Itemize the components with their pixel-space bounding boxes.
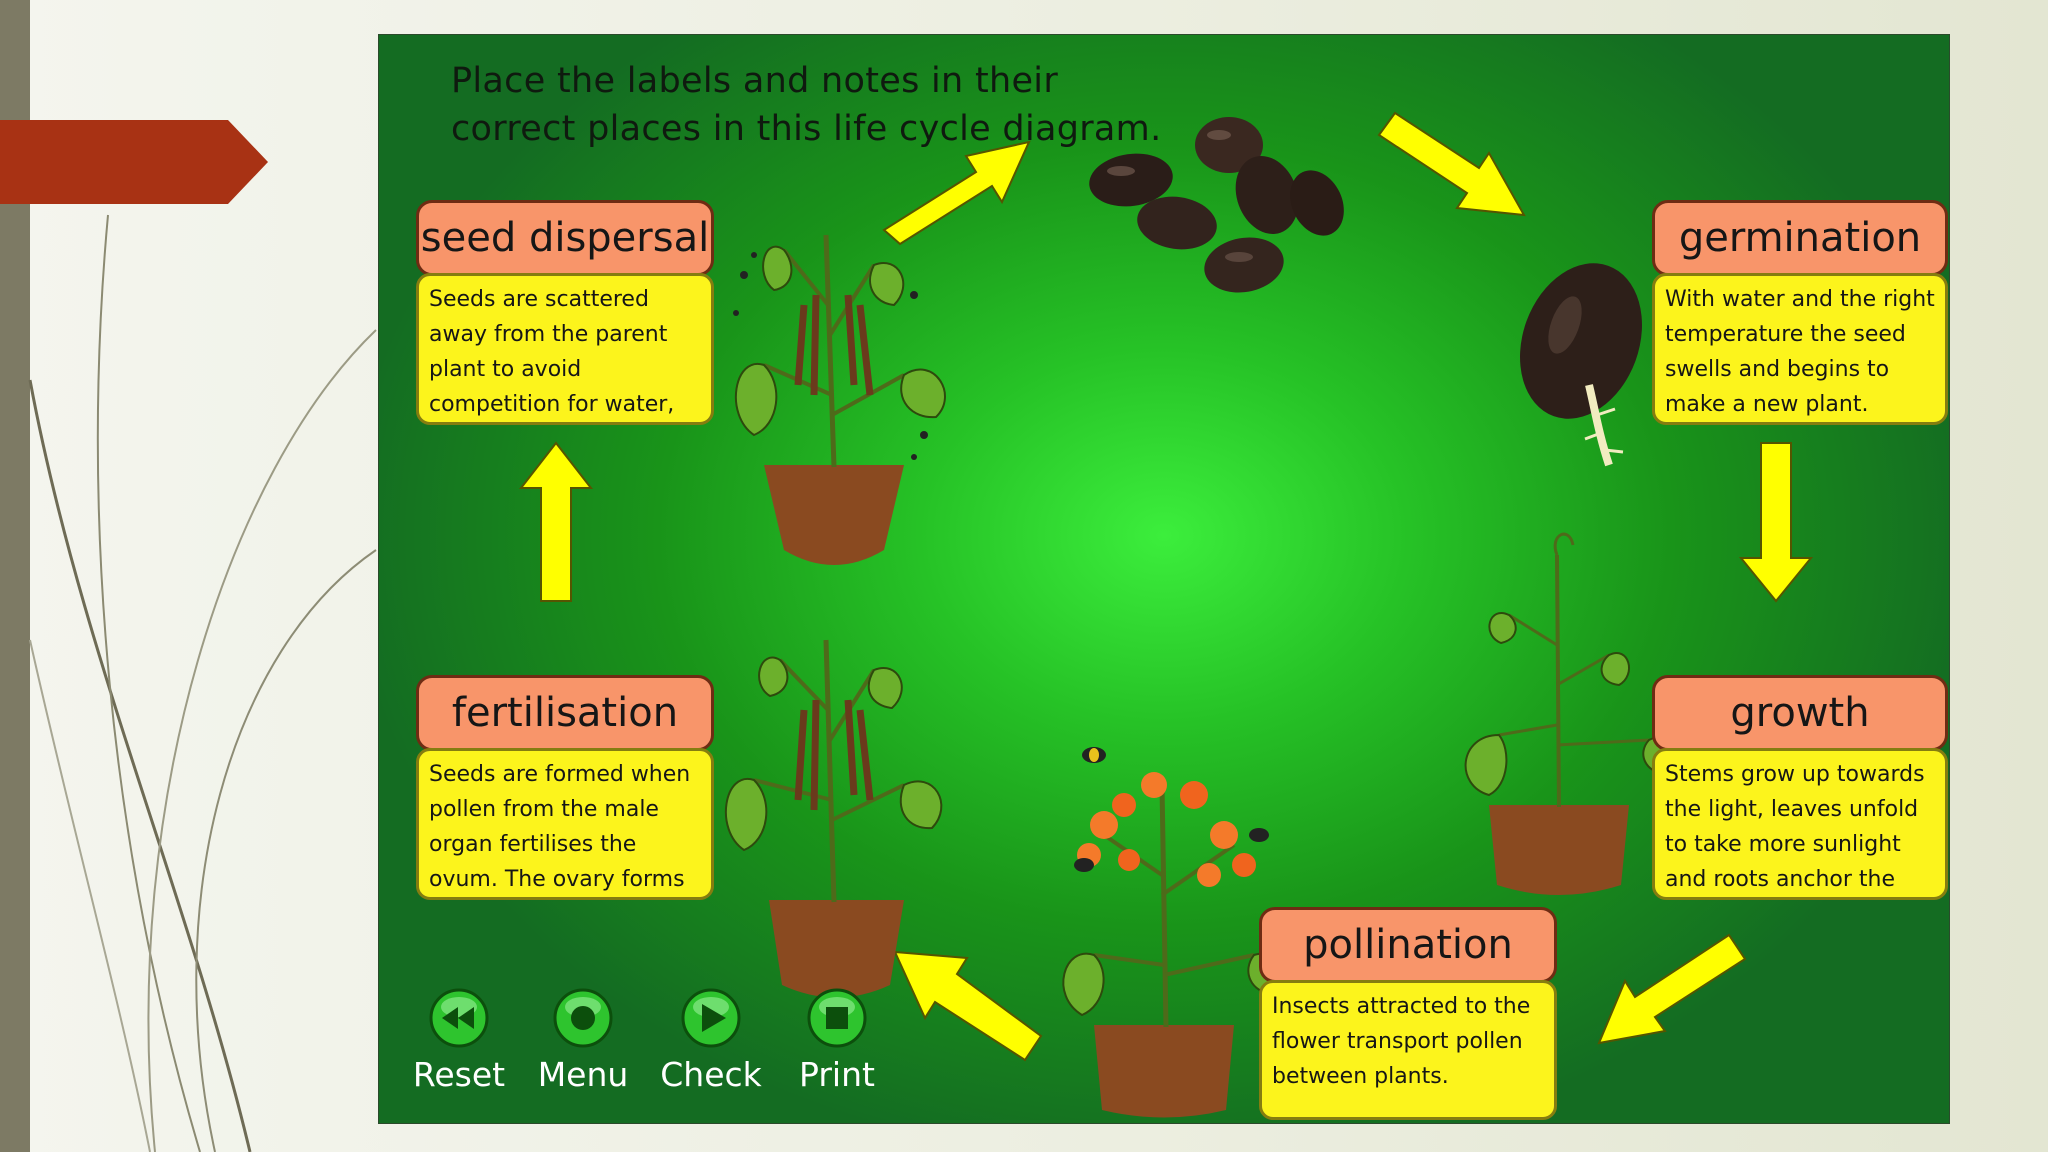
check-button[interactable]: Check bbox=[651, 987, 771, 1094]
print-button[interactable]: Print bbox=[777, 987, 897, 1094]
menu-button[interactable]: Menu bbox=[523, 987, 643, 1094]
label-germination[interactable]: germination bbox=[1652, 200, 1948, 276]
note-growth[interactable]: Stems grow up towards the light, leaves … bbox=[1652, 748, 1948, 900]
seed-dispersal-plant-image bbox=[733, 234, 946, 565]
arrow-to-pollination bbox=[1597, 933, 1747, 1045]
bean-seeds-image bbox=[1089, 117, 1344, 293]
red-arrow-tab bbox=[0, 120, 268, 204]
arrow-to-seed-dispersal bbox=[518, 441, 594, 602]
decorative-swoosh-lines bbox=[28, 214, 377, 1152]
label-pollination[interactable]: pollination bbox=[1259, 907, 1557, 983]
life-cycle-activity-panel: Place the labels and notes in their corr… bbox=[378, 34, 1950, 1124]
note-fertilisation[interactable]: Seeds are formed when pollen from the ma… bbox=[416, 748, 714, 900]
label-fertilisation[interactable]: fertilisation bbox=[416, 675, 714, 751]
menu-label: Menu bbox=[537, 1055, 629, 1094]
arrow-to-growth bbox=[1738, 442, 1814, 603]
arrow-to-seeds bbox=[882, 140, 1031, 246]
note-pollination[interactable]: Insects attracted to the flower transpor… bbox=[1259, 980, 1557, 1120]
germinating-seed-image bbox=[1520, 263, 1642, 467]
print-label: Print bbox=[799, 1055, 875, 1094]
stop-icon bbox=[807, 988, 867, 1048]
label-seed-dispersal[interactable]: seed dispersal bbox=[416, 200, 714, 276]
reset-button[interactable]: Reset bbox=[399, 987, 519, 1094]
check-label: Check bbox=[660, 1055, 762, 1094]
rewind-icon bbox=[429, 988, 489, 1048]
note-germination[interactable]: With water and the right temperature the… bbox=[1652, 273, 1948, 425]
note-seed-dispersal[interactable]: Seeds are scattered away from the parent… bbox=[416, 273, 714, 425]
record-icon bbox=[553, 988, 613, 1048]
instruction-text: Place the labels and notes in their corr… bbox=[451, 61, 1162, 149]
play-icon bbox=[681, 988, 741, 1048]
label-growth[interactable]: growth bbox=[1652, 675, 1948, 751]
arrow-to-germination bbox=[1377, 111, 1526, 217]
flowering-plant-image bbox=[1062, 747, 1291, 1118]
fertilisation-plant-image bbox=[724, 639, 943, 998]
growth-plant-image bbox=[1464, 532, 1683, 895]
arrow-to-fertilisation bbox=[893, 950, 1043, 1062]
reset-label: Reset bbox=[412, 1055, 506, 1094]
